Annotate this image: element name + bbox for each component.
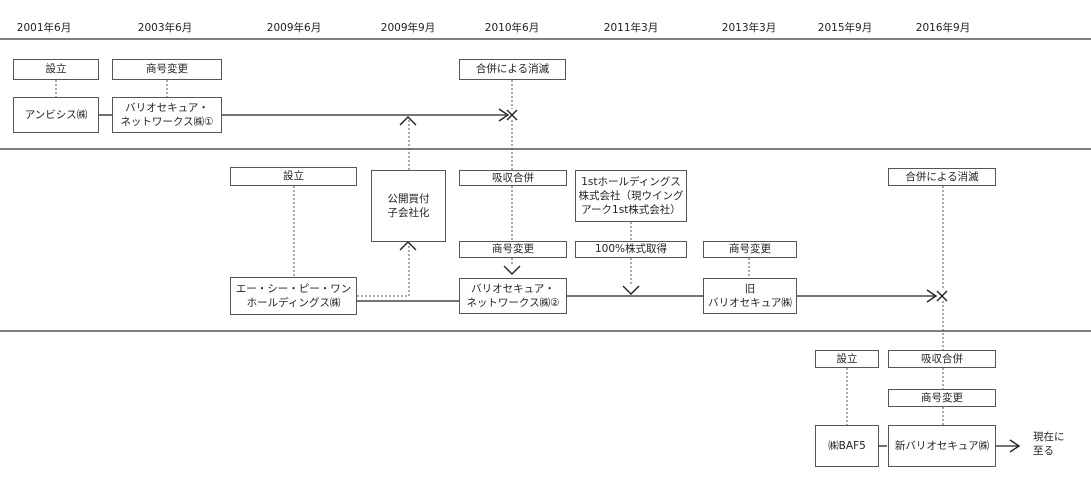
entity-acp-one-holdings: エー・シー・ピー・ワン ホールディングス㈱ [230,277,357,315]
date-label: 2001年6月 [16,22,72,34]
arrowhead-down [503,265,521,275]
event-merger-extinction-box: 合併による消滅 [459,59,566,80]
entity-baf5: ㈱BAF5 [815,425,879,467]
event-rename-box: 商号変更 [459,241,567,258]
arrowhead [498,108,510,122]
date-label: 2011年3月 [603,22,659,34]
date-label: 2010年6月 [484,22,540,34]
event-rename-box: 商号変更 [112,59,222,80]
extinction-cross-mark [936,290,948,302]
event-establish-box: 設立 [230,167,357,186]
arrowhead [1009,439,1021,453]
entity-old-variosecure: 旧 バリオセキュア㈱ [703,278,797,314]
event-establish-box: 設立 [13,59,99,80]
date-label: 2016年9月 [915,22,971,34]
event-rename-box: 商号変更 [703,241,797,258]
arrowhead-down [622,285,640,295]
date-label: 2015年9月 [817,22,873,34]
entity-variosecure-networks-1: バリオセキュア・ ネットワークス㈱① [112,97,222,133]
date-label: 2009年6月 [266,22,322,34]
acquirer-1st-holdings-box: 1stホールディングス 株式会社（現ウイング アーク1st株式会社） [575,170,687,222]
date-label: 2003年6月 [137,22,193,34]
entity-anbisys: アンビシス㈱ [13,97,99,133]
arrowhead-up [399,241,417,251]
event-absorption-merger-box: 吸収合併 [888,350,996,368]
event-stock-acquisition-box: 100%株式取得 [575,241,687,258]
event-absorption-merger-box: 吸収合併 [459,170,567,186]
date-label: 2009年9月 [380,22,436,34]
date-label: 2013年3月 [721,22,777,34]
arrowhead [926,289,938,303]
entity-new-variosecure: 新バリオセキュア㈱ [888,425,996,467]
event-rename-box: 商号変更 [888,389,996,407]
event-tender-offer-box: 公開買付 子会社化 [371,170,446,242]
event-establish-box: 設立 [815,350,879,368]
event-merger-extinction-box: 合併による消滅 [888,168,996,186]
continues-to-present-label: 現在に 至る [1033,431,1065,457]
arrowhead-up [399,116,417,126]
entity-variosecure-networks-2: バリオセキュア・ ネットワークス㈱② [459,278,567,314]
extinction-cross-mark [506,109,518,121]
